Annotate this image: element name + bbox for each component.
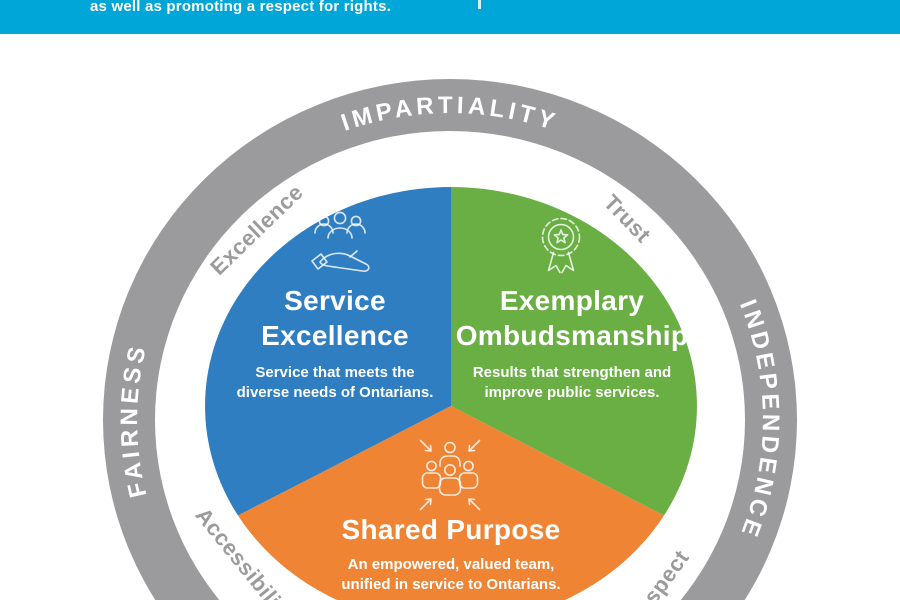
banner-text: as well as promoting a respect for right… [90,0,391,15]
segment-desc-line: improve public services. [484,384,660,401]
segment-title-line: Service [284,285,386,316]
hand-serving-people-icon [311,211,370,272]
segment-service-excellence [205,187,451,516]
exemplary-ombudsmanship-text: Exemplary Ombudsmanship Results that str… [440,283,704,403]
award-ribbon-icon [541,217,581,274]
segment-title-line: Exemplary [499,285,645,316]
segment-title-line: Ombudsmanship [455,320,689,351]
segment-desc-line: Service that meets the [255,364,415,381]
segment-exemplary-ombudsmanship [451,187,697,516]
team-unity-arrows-icon [419,439,481,511]
segment-title-line: Shared Purpose [341,514,561,545]
segment-title-line: Excellence [261,320,409,351]
shared-purpose-text: Shared Purpose An empowered, valued team… [306,512,596,595]
segment-desc-line: unified in service to Ontarians. [341,576,561,593]
cropped-glyph-fragment [478,0,481,9]
top-banner: as well as promoting a respect for right… [0,0,900,34]
segment-shared-purpose [238,406,664,600]
ring-label-fairness: FAIRNESS [115,340,151,500]
segment-desc-line: Results that strengthen and [472,364,672,381]
segment-desc-line: An empowered, valued team, [347,556,555,573]
segment-desc-line: diverse needs of Ontarians. [236,384,434,401]
service-excellence-text: Service Excellence Service that meets th… [210,283,460,403]
